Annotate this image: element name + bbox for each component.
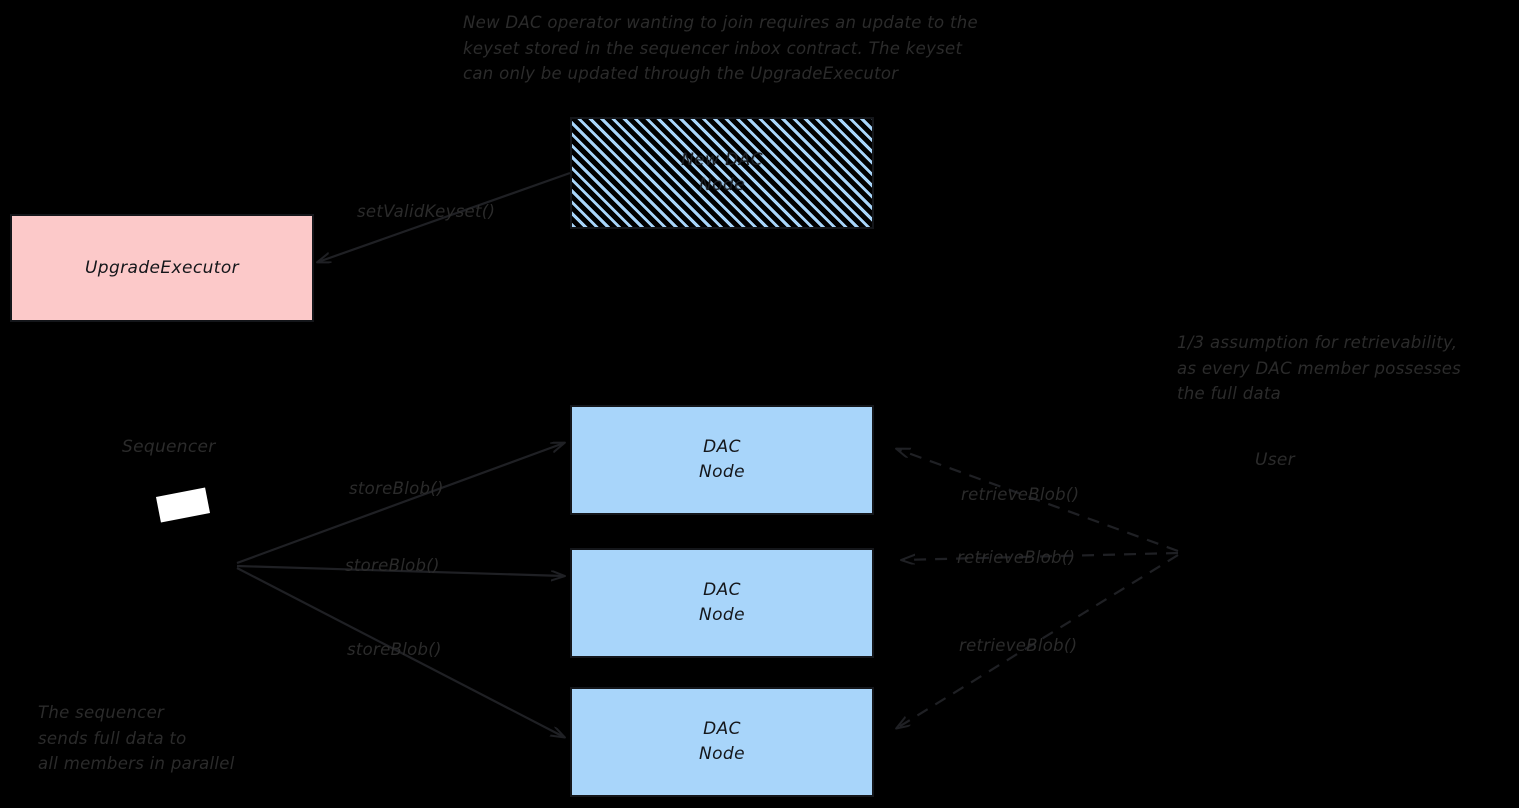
box-upgrade-executor-label: UpgradeExecutor	[84, 257, 240, 278]
edge-label-store-blob-2: storeBlob()	[345, 556, 440, 575]
note-keyset-update: New DAC operator wanting to join require…	[463, 13, 978, 83]
box-dac-node-1[interactable]: DAC Node	[570, 405, 874, 515]
connector-store-blob-1	[236, 443, 564, 565]
edge-label-store-blob-1: storeBlob()	[349, 479, 444, 498]
label-user: User	[1255, 450, 1295, 470]
box-dac-node-3[interactable]: DAC Node	[570, 687, 874, 797]
label-sequencer: Sequencer	[122, 437, 216, 457]
box-dac-node-1-label: DAC Node	[699, 437, 745, 482]
edge-label-set-valid-keyset: setValidKeyset()	[357, 202, 496, 221]
box-dac-node-2[interactable]: DAC Node	[570, 548, 874, 658]
edge-label-retrieve-blob-3: retrieveBlob()	[959, 636, 1078, 655]
note-sequencer-parallel: The sequencer sends full data to all mem…	[38, 703, 235, 773]
box-new-dac-node[interactable]: New DAC Node	[570, 117, 874, 229]
note-retrievability: 1/3 assumption for retrievability, as ev…	[1177, 333, 1462, 403]
edge-label-retrieve-blob-2: retrieveBlob()	[957, 548, 1076, 567]
edge-label-retrieve-blob-1: retrieveBlob()	[961, 485, 1080, 504]
sequencer-icon	[155, 487, 211, 523]
box-dac-node-2-label: DAC Node	[699, 580, 745, 625]
box-upgrade-executor[interactable]: UpgradeExecutor	[10, 214, 314, 322]
box-dac-node-3-label: DAC Node	[699, 719, 745, 764]
box-new-dac-node-label: New DAC Node	[681, 150, 763, 195]
edge-label-store-blob-3: storeBlob()	[347, 640, 442, 659]
